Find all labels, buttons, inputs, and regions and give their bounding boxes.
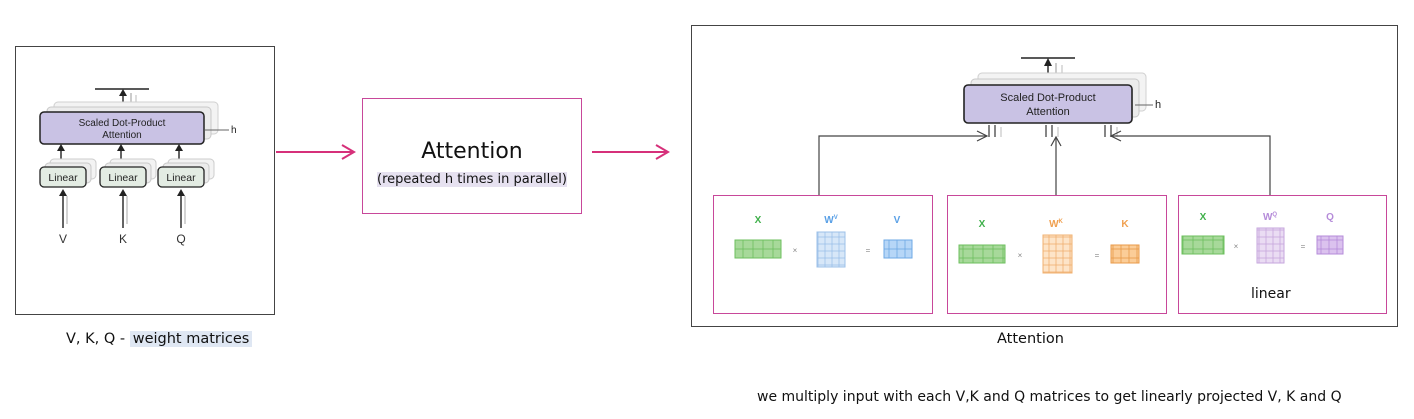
box-k-equals: =	[1095, 251, 1100, 260]
box-q-equals: =	[1301, 242, 1306, 251]
left-caption-prefix: V, K, Q -	[66, 331, 126, 347]
right-diagram: Scaled Dot-Product Attention h	[818, 57, 1271, 195]
box-q-times: ×	[1234, 242, 1239, 251]
arrow-left-to-middle	[276, 144, 356, 160]
linear-label-v: Linear	[48, 172, 78, 184]
right-footer: we multiply input with each V,K and Q ma…	[757, 389, 1342, 405]
input-v-label: V	[59, 232, 67, 246]
linear-label-q: Linear	[166, 172, 196, 184]
box-q-weight-matrix	[1256, 227, 1285, 264]
box-q-output-label: Q	[1326, 212, 1334, 223]
matrix-box-q	[1178, 195, 1387, 314]
right-panel	[691, 25, 1398, 327]
left-panel	[15, 46, 275, 315]
box-v-input-label: X	[755, 215, 762, 226]
middle-attention-box: Attention (repeated h times in parallel)	[362, 98, 582, 214]
box-k-input-label: X	[979, 219, 986, 230]
box-v-output-label: V	[894, 215, 901, 226]
box-q-input-matrix	[1181, 235, 1225, 255]
left-block-label-2: Attention	[102, 130, 141, 141]
box-v-times: ×	[793, 246, 798, 255]
box-v-input-matrix	[734, 239, 782, 259]
box-k-weight-matrix	[1042, 234, 1073, 274]
left-h-label: h	[231, 125, 237, 136]
left-caption-highlight: weight matrices	[129, 331, 253, 347]
middle-title: Attention	[421, 139, 523, 164]
right-block-label-2: Attention	[1026, 106, 1069, 118]
arrow-middle-to-right	[592, 144, 670, 160]
input-k-label: K	[119, 232, 127, 246]
box-q-input-label: X	[1200, 212, 1207, 223]
linear-label-k: Linear	[108, 172, 138, 184]
box-k-output-label: K	[1121, 219, 1129, 230]
matrix-box-k	[947, 195, 1167, 314]
input-q-label: Q	[176, 232, 185, 246]
box-k-input-matrix	[958, 244, 1006, 264]
box-k-output-matrix	[1110, 244, 1140, 264]
right-block-label-1: Scaled Dot-Product	[1000, 92, 1095, 104]
right-caption: Attention	[997, 331, 1064, 347]
left-block-label-1: Scaled Dot-Product	[79, 118, 166, 129]
box-q-output-matrix	[1316, 235, 1344, 255]
box-v-weight-label: WV	[824, 215, 837, 226]
left-caption: V, K, Q - weight matrices	[66, 331, 253, 347]
box-v-equals: =	[866, 246, 871, 255]
left-diagram: Scaled Dot-Product Attention h Linear Li…	[39, 88, 237, 246]
box-k-weight-label: WK	[1049, 219, 1063, 230]
middle-subtitle: (repeated h times in parallel)	[377, 172, 567, 187]
box-k-times: ×	[1018, 251, 1023, 260]
box-q-note: linear	[1251, 286, 1291, 302]
box-v-weight-matrix	[816, 231, 846, 268]
matrix-box-v	[713, 195, 933, 314]
box-q-weight-label: WQ	[1263, 212, 1277, 223]
box-v-output-matrix	[883, 239, 913, 259]
matrices-diagram: X × WV = V X × WK = K X × WQ = Q	[734, 212, 1344, 274]
right-h-label: h	[1155, 99, 1161, 111]
